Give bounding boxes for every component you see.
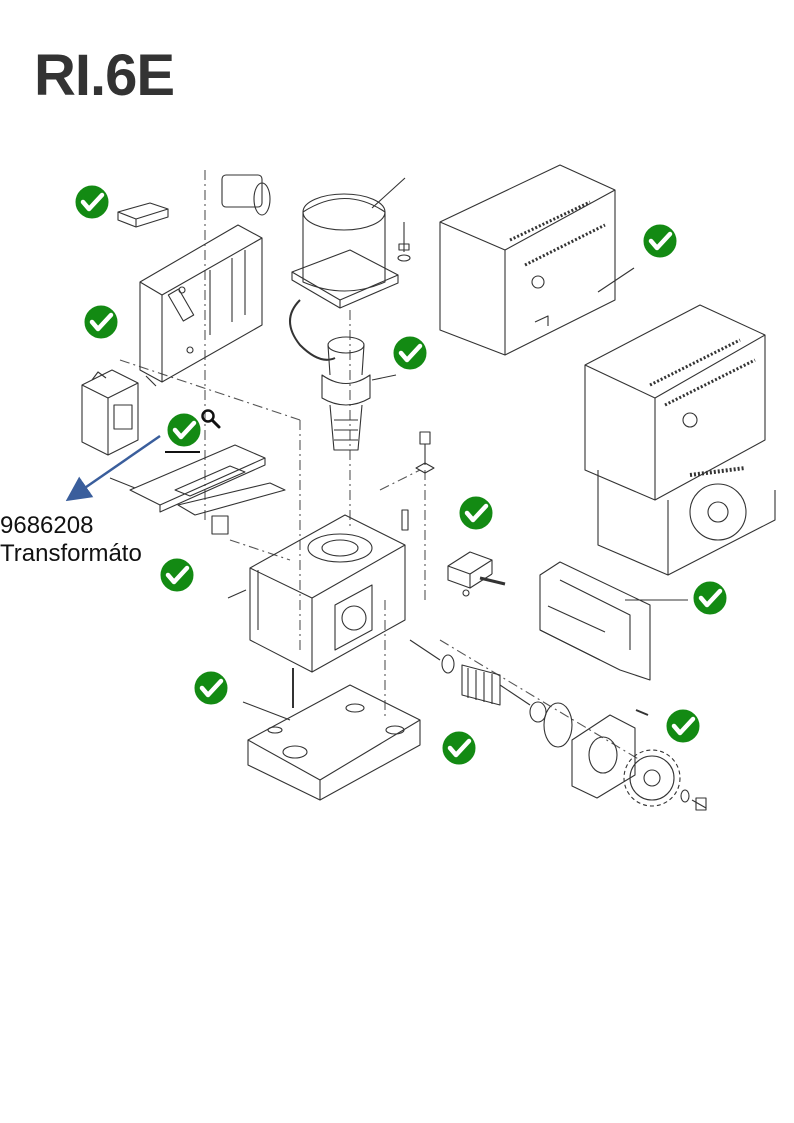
encoder-bracket-part xyxy=(447,551,506,597)
gearbox-housing-part xyxy=(249,514,406,673)
screw-part xyxy=(397,222,411,262)
check-circle-icon[interactable] xyxy=(392,335,428,371)
control-board-part xyxy=(139,224,263,383)
battery-part xyxy=(221,174,263,208)
annotation-arrow xyxy=(65,434,161,502)
check-circle-icon[interactable] xyxy=(692,580,728,616)
motor-part xyxy=(291,193,399,309)
check-circle-icon[interactable] xyxy=(166,412,202,448)
check-circle-icon[interactable] xyxy=(458,495,494,531)
limit-bracket-part xyxy=(177,482,286,516)
assembled-unit-part xyxy=(584,304,776,576)
gear-wheel-part xyxy=(623,709,707,811)
rack-part xyxy=(539,561,651,681)
check-circle-icon[interactable] xyxy=(441,730,477,766)
base-plate-part xyxy=(247,684,421,801)
check-circle-icon[interactable] xyxy=(193,670,229,706)
part-name: Transformátor xyxy=(0,540,142,567)
flange-part xyxy=(571,714,636,799)
pinion-shaft-part xyxy=(409,639,573,748)
magnifier-icon[interactable] xyxy=(201,409,221,429)
bolt-part xyxy=(415,431,435,474)
check-circle-icon[interactable] xyxy=(159,557,195,593)
housing-cover-part xyxy=(439,164,616,356)
coupling-part xyxy=(321,336,371,451)
check-circle-icon[interactable] xyxy=(83,304,119,340)
page-title: RI.6E xyxy=(34,43,175,108)
module-part xyxy=(117,202,169,228)
part-reference-label: 9686208 Transformátor xyxy=(0,512,142,568)
cover-bracket-part xyxy=(129,444,266,513)
check-circle-icon[interactable] xyxy=(642,223,678,259)
check-circle-icon[interactable] xyxy=(665,708,701,744)
transformer-part xyxy=(81,369,139,456)
part-code: 9686208 xyxy=(0,512,94,539)
check-circle-icon[interactable] xyxy=(74,184,110,220)
